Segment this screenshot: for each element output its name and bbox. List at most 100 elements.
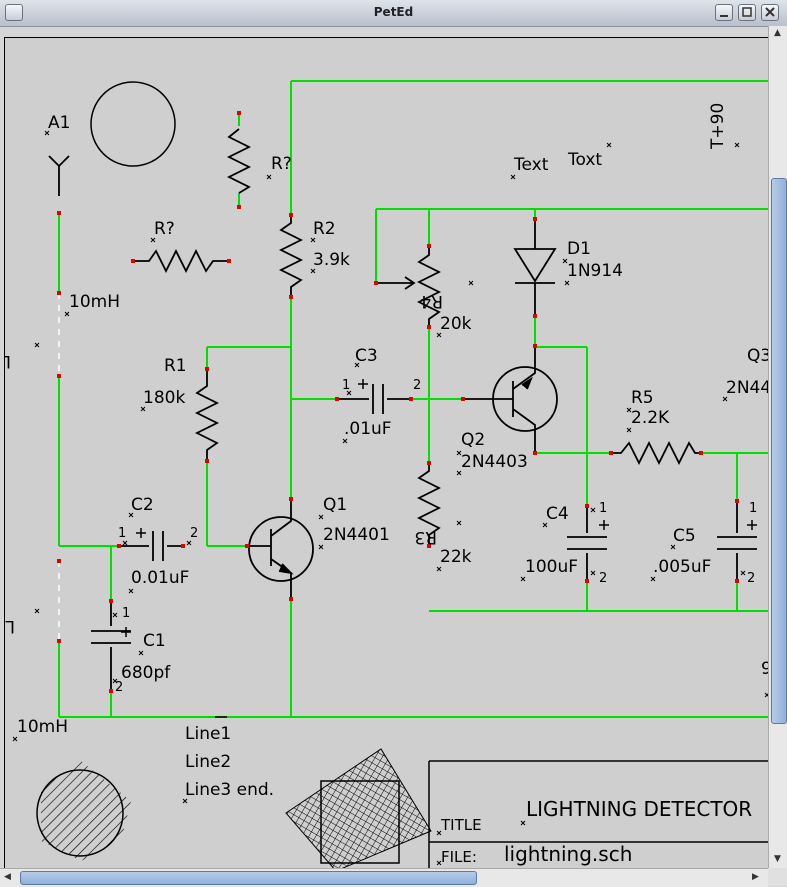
value-r4: 20k (440, 314, 472, 334)
potentiometer-r4[interactable] (416, 246, 442, 327)
resistor-r3[interactable] (416, 463, 442, 546)
capacitor-c3[interactable] (337, 379, 411, 414)
label-a1: A1 (48, 113, 70, 133)
capacitor-c5[interactable] (717, 501, 757, 581)
value-c3: .01uF (344, 419, 392, 439)
wires (58, 80, 769, 718)
pin-label: 2 (190, 526, 198, 541)
close-icon (765, 7, 775, 17)
schematic-canvas[interactable]: A1 R? R? R2 3.9k 10mH L2 R1 180k C3 .01u… (4, 37, 769, 870)
label-r1: R1 (164, 356, 187, 376)
pin-labels: 1 2 1 2 1 2 1 2 1 2 (115, 378, 757, 695)
label-q3: Q3 (747, 346, 769, 366)
maximize-icon (742, 7, 752, 17)
value-c5: .005uF (653, 557, 711, 577)
crosshatched-polygon[interactable] (285, 748, 432, 870)
value-c4: 100uF (525, 557, 578, 577)
resistor-r2[interactable] (278, 216, 304, 297)
diode-d1[interactable] (513, 219, 557, 316)
label-r5: R5 (631, 388, 654, 408)
value-r2: 3.9k (313, 250, 350, 270)
value-q1: 2N4401 (323, 525, 390, 545)
antenna-symbol[interactable] (48, 155, 70, 196)
pin-ends (57, 111, 739, 693)
value-q3: 2N44 (726, 378, 769, 398)
value-r5: 2.2K (631, 408, 670, 428)
schematic-drawing[interactable]: A1 R? R? R2 3.9k 10mH L2 R1 180k C3 .01u… (5, 38, 769, 870)
origin-markers (12, 130, 769, 866)
file-field-label: FILE: (441, 848, 477, 866)
capacitor-c4[interactable] (567, 506, 609, 581)
resistor-r5[interactable] (611, 440, 701, 466)
resistor-r1[interactable] (194, 369, 220, 461)
window-title: PetEd (373, 5, 414, 19)
minimize-icon (720, 15, 728, 17)
pin-label: 1 (749, 501, 757, 516)
label-q2: Q2 (461, 430, 485, 450)
value-l1: 10mH (17, 717, 68, 737)
pin-label: 2 (747, 571, 755, 586)
scroll-corner (768, 868, 787, 886)
vertical-scrollbar[interactable]: ▲ ▼ (768, 26, 787, 870)
component-labels: A1 R? R? R2 3.9k 10mH L2 R1 180k C3 .01u… (5, 103, 769, 737)
multiline-text-block[interactable]: Line1 Line2 Line3 end. (185, 724, 274, 800)
scroll-right-icon[interactable]: ▶ (752, 872, 759, 882)
pin-label: 2 (115, 680, 123, 695)
title-value: LIGHTNING DETECTOR (526, 797, 752, 821)
scroll-up-icon[interactable]: ▲ (774, 28, 781, 38)
hatched-circle[interactable] (36, 769, 124, 857)
square-shape[interactable] (320, 780, 400, 864)
label-l2: L2 (5, 351, 11, 371)
resistor-unnamed-vertical[interactable] (226, 128, 252, 194)
title-bar: PetEd (0, 0, 787, 27)
text-line-2: Line2 (185, 752, 231, 772)
scroll-down-icon[interactable]: ▼ (774, 854, 781, 864)
value-c1: 680pf (121, 663, 171, 683)
transistor-q1[interactable] (247, 499, 314, 599)
label-c2: C2 (131, 495, 154, 515)
pin-label: 1 (342, 378, 350, 393)
close-button[interactable] (761, 4, 779, 21)
hatched-polygon[interactable] (41, 761, 131, 861)
value-q2: 2N4403 (461, 452, 528, 472)
potentiometer-wiper (376, 276, 416, 290)
value-r3: 22k (440, 547, 472, 567)
text-plain-2: Toxt (567, 150, 602, 170)
capacitor-c1[interactable] (91, 601, 131, 691)
horizontal-scroll-thumb[interactable] (20, 871, 477, 885)
text-line-1: Line1 (185, 724, 231, 744)
pin-label: 2 (413, 378, 421, 393)
circle-shape[interactable] (90, 81, 176, 167)
label-r2: R2 (313, 219, 336, 239)
scroll-left-icon[interactable]: ◀ (4, 872, 11, 882)
horizontal-scrollbar[interactable]: ◀ ▶ (0, 868, 768, 887)
edge-text: 9 (761, 659, 769, 679)
value-l2: 10mH (69, 292, 120, 312)
maximize-button[interactable] (738, 4, 756, 21)
capacitor-c2[interactable] (119, 528, 183, 561)
minimize-button[interactable] (715, 4, 733, 21)
label-q1: Q1 (323, 495, 347, 515)
title-field-label: TITLE (440, 816, 482, 834)
text-line-3: Line3 end. (185, 780, 274, 800)
label-l1: L1 (5, 616, 15, 636)
label-r-unnamed-1: R? (271, 154, 292, 174)
label-r3: R3 (414, 527, 437, 547)
label-r4: R4 (420, 291, 443, 311)
file-value: lightning.sch (504, 842, 632, 866)
transistor-q2[interactable] (463, 346, 558, 453)
title-block[interactable]: TITLE LIGHTNING DETECTOR FILE: lightning… (428, 760, 769, 870)
resistor-unnamed-horizontal[interactable] (133, 248, 229, 274)
pin-label: 2 (599, 571, 607, 586)
pin-label: 1 (599, 501, 607, 516)
window-menu-icon[interactable] (5, 4, 23, 21)
text-plain: Text (513, 155, 549, 175)
value-c2: 0.01uF (131, 568, 189, 588)
label-c1: C1 (143, 631, 166, 651)
pin-label: 1 (118, 526, 126, 541)
label-c4: C4 (546, 504, 569, 524)
label-c3: C3 (355, 346, 378, 366)
pin-label: 1 (122, 606, 130, 621)
vertical-scroll-thumb[interactable] (771, 178, 787, 724)
text-rotated: T+90 (708, 103, 728, 150)
